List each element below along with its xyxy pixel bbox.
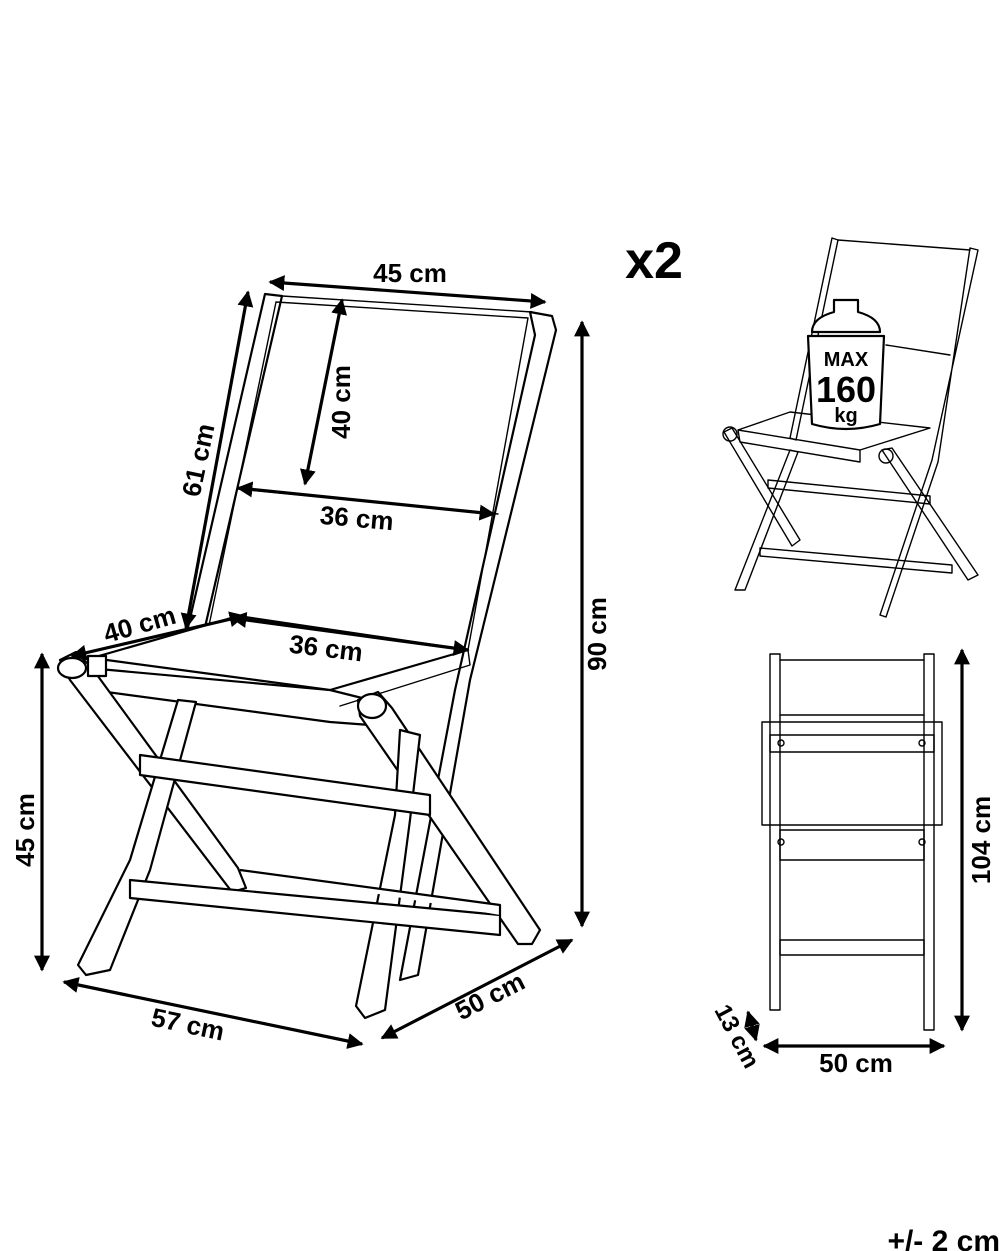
folded-chair-drawing — [761, 653, 943, 1031]
load-chair-leg-front-left — [723, 427, 801, 547]
backrest-height-label: 61 cm — [176, 421, 221, 499]
main-chair-labels: 45 cm 40 cm 61 cm 36 cm 40 cm 36 cm 45 c… — [10, 258, 612, 1047]
folded-height-label: 104 cm — [966, 796, 996, 884]
backrest-inner-height-label: 40 cm — [326, 365, 356, 439]
weight-handle — [810, 298, 882, 334]
load-chair-back-top — [837, 239, 971, 356]
tolerance-note: +/- 2 cm — [887, 1225, 1000, 1251]
folded-chair-labels: 104 cm 50 cm 13 cm — [709, 796, 996, 1078]
folded-seat-frame — [761, 721, 943, 826]
folded-screw-1 — [777, 739, 785, 747]
total-height-label: 90 cm — [582, 597, 612, 671]
max-load-value-label: 160 — [816, 369, 876, 410]
folded-screw-3 — [777, 838, 785, 846]
max-load-top-label: MAX — [824, 349, 869, 371]
lower-cross-rail-rear — [239, 868, 502, 915]
load-chair-leg-rear-left — [734, 449, 799, 591]
load-chair-leg-front-right — [881, 447, 979, 581]
backrest-inner-width-label: 36 cm — [319, 500, 395, 536]
right-pivot — [356, 692, 388, 720]
folded-back-panel — [779, 659, 925, 716]
left-bracket — [86, 654, 108, 678]
folded-right-post — [923, 653, 935, 1031]
load-chair-pivot — [722, 426, 738, 442]
weight-body — [806, 334, 886, 431]
folded-chair-dimension-lines — [744, 648, 970, 1054]
load-chair-back-right — [879, 247, 979, 618]
depth-label: 57 cm — [149, 1002, 227, 1047]
folded-screw-4 — [918, 838, 926, 846]
upper-cross-rail — [138, 753, 432, 817]
folded-left-post — [769, 653, 781, 1011]
width-label: 50 cm — [450, 966, 529, 1026]
seat-height-label: 45 cm — [10, 793, 40, 867]
left-pivot — [56, 656, 88, 680]
load-chair-drawing — [722, 237, 979, 618]
folded-width-label: 50 cm — [819, 1048, 893, 1078]
load-chair-seat — [737, 411, 931, 463]
seat-side-rail — [329, 649, 471, 707]
quantity-label: x2 — [625, 232, 683, 290]
max-load-unit-label: kg — [834, 405, 857, 427]
load-chair-pivot-right — [878, 448, 894, 464]
load-chair-rail — [759, 479, 953, 574]
backrest-width-label: 45 cm — [373, 258, 447, 288]
folded-screw-2 — [918, 739, 926, 747]
folded-lower-frame — [779, 829, 925, 956]
main-chair-dimension-lines — [34, 275, 590, 1049]
lower-cross-rail — [128, 878, 502, 937]
weight-icon: MAX 160 kg — [806, 298, 886, 431]
